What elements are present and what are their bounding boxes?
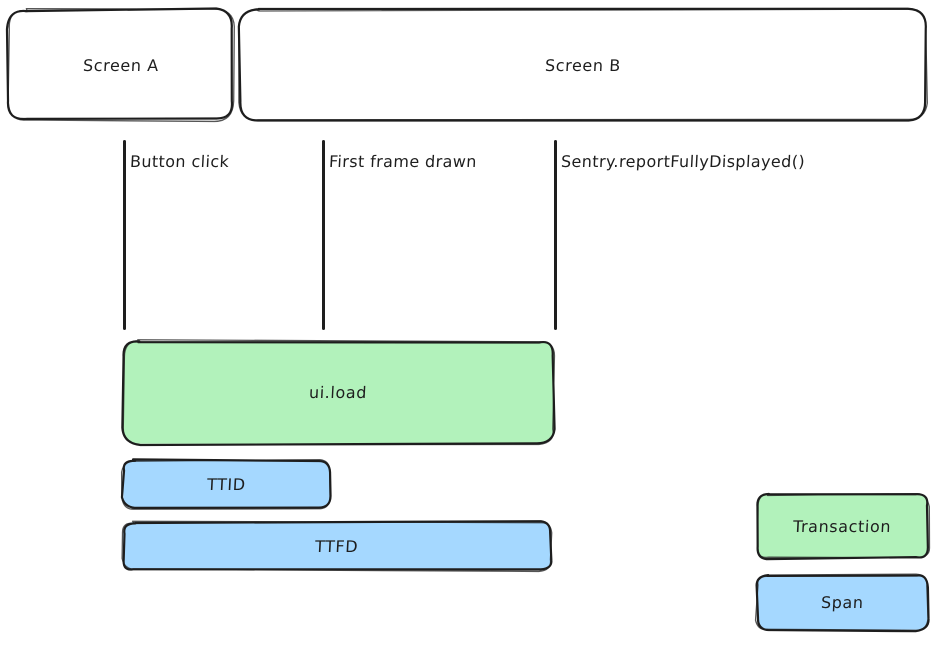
screen-box-a-label: Screen A (82, 55, 159, 75)
bar-ttfd-label: TTFD (314, 536, 360, 556)
marker-label-first-frame-drawn: First frame drawn (328, 152, 478, 171)
bar-ttid-label: TTID (206, 474, 247, 494)
bar-ui-load-label: ui.load (308, 383, 369, 402)
marker-line-button-click (123, 140, 126, 330)
bar-ttfd[interactable]: TTFD (123, 522, 551, 570)
marker-label-report-fully-displayed: Sentry.reportFullyDisplayed() (560, 152, 806, 171)
marker-label-button-click: Button click (129, 152, 230, 171)
legend-item-transaction-label: Transaction (792, 517, 893, 536)
bar-ui-load[interactable]: ui.load (123, 341, 554, 444)
marker-line-first-frame-drawn (322, 140, 325, 330)
marker-line-report-fully-displayed (554, 140, 557, 330)
legend-item-span[interactable]: Span (757, 575, 928, 630)
bar-ttid[interactable]: TTID (123, 460, 330, 508)
screen-box-b[interactable]: Screen B (240, 10, 926, 120)
legend-item-transaction[interactable]: Transaction (757, 495, 928, 558)
legend-item-span-label: Span (820, 593, 865, 612)
screen-box-b-label: Screen B (544, 55, 622, 75)
screen-box-a[interactable]: Screen A (8, 10, 233, 120)
